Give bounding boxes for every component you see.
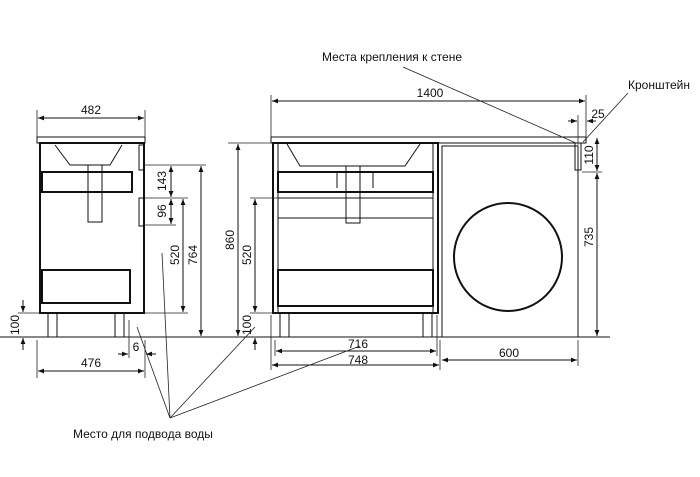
water-supply-label: Место для подвода воды [73, 427, 213, 441]
dim-143: 143 [155, 171, 169, 191]
dim-764: 764 [186, 245, 200, 265]
dim-25: 25 [591, 107, 605, 121]
dim-476: 476 [81, 356, 101, 370]
dim-520-front: 520 [240, 245, 254, 265]
dim-482: 482 [81, 103, 101, 117]
front-leg [422, 312, 433, 338]
dim-100-side: 100 [8, 315, 22, 335]
dim-600: 600 [499, 346, 519, 360]
washer-door [453, 202, 563, 312]
side-leg [114, 312, 125, 338]
side-dimensions: 482 476 6 100 143 96 520 764 [8, 103, 206, 378]
front-drawer-bottom [277, 269, 434, 307]
dim-6: 6 [133, 340, 140, 354]
front-cabinet [272, 142, 439, 314]
dim-735: 735 [582, 227, 596, 247]
dim-100-front: 100 [240, 315, 254, 335]
dim-716: 716 [348, 337, 368, 351]
side-view-cabinet [36, 136, 146, 338]
bracket-label: Кронштейн [628, 78, 690, 92]
front-dimensions: 860 520 100 1400 25 110 735 716 748 600 [223, 86, 605, 370]
side-body [39, 142, 145, 314]
side-basin [54, 144, 123, 166]
wall-mount-label: Места крепления к стене [322, 50, 462, 64]
side-drawer-top [41, 171, 133, 193]
front-leg [279, 312, 290, 338]
dim-96: 96 [155, 204, 169, 218]
front-view [270, 136, 587, 338]
annotations: Места крепления к стене Кронштейн Место … [73, 50, 690, 441]
side-siphon [87, 164, 103, 223]
dim-1400: 1400 [417, 86, 444, 100]
washing-machine [441, 145, 579, 338]
side-drawer-bottom [41, 269, 131, 304]
dim-520-side: 520 [168, 245, 182, 265]
front-drawer-top [277, 171, 434, 193]
dim-860: 860 [223, 230, 237, 250]
dim-110: 110 [582, 145, 596, 164]
dim-748: 748 [348, 353, 368, 367]
front-siphon [345, 165, 361, 224]
side-leg [47, 312, 58, 338]
front-basin [286, 143, 421, 167]
